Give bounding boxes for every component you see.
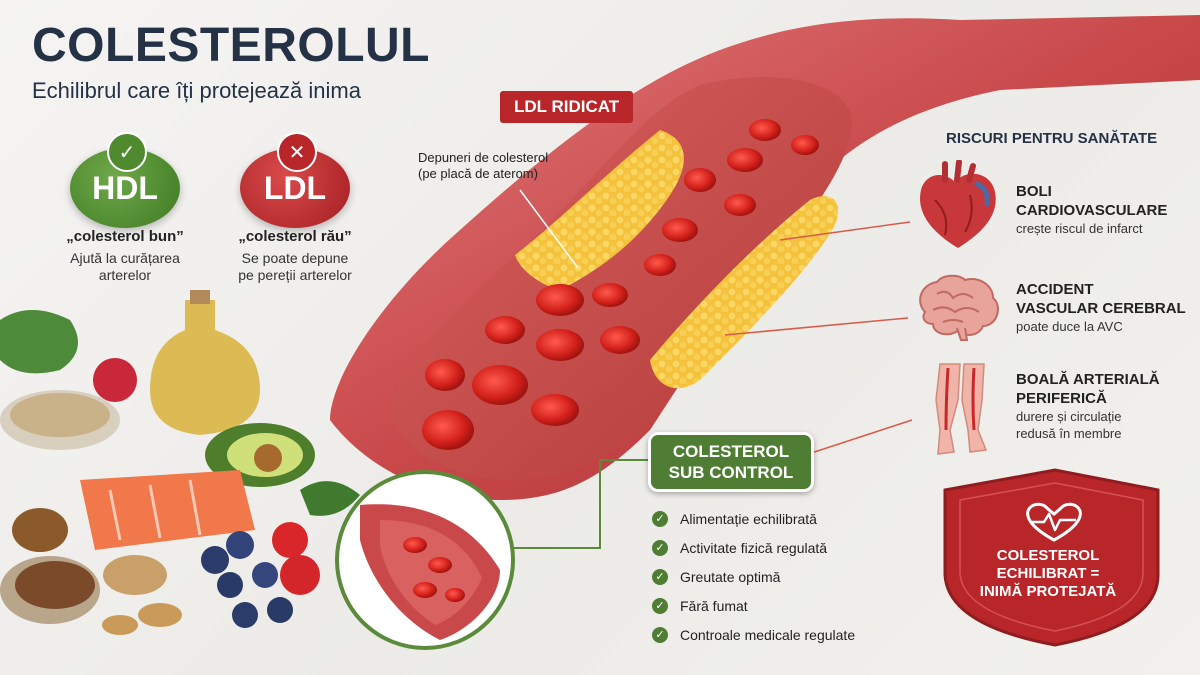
healthy-artery-inset — [335, 470, 515, 650]
control-checklist: ✓Alimentație echilibrată ✓Activitate fiz… — [652, 504, 932, 649]
heart-icon — [920, 160, 996, 248]
check-icon: ✓ — [652, 568, 668, 585]
control-badge-line1: COLESTEROL — [672, 442, 790, 461]
list-item: ✓Fără fumat — [652, 591, 932, 620]
risk-pad-desc-line1: durere și circulație — [1016, 409, 1122, 424]
list-item: ✓Alimentație echilibrată — [652, 504, 932, 533]
hdl-desc-line2: arterelor — [98, 267, 152, 283]
brain-icon — [919, 274, 999, 341]
ldl-desc-line1: Se poate depune — [241, 250, 349, 266]
risk-pad: BOALĂ ARTERIALĂ PERIFERICĂ durere și cir… — [1016, 370, 1196, 442]
ldl-high-tag: LDL RIDICAT — [500, 91, 634, 123]
risk-cardio: BOLI CARDIOVASCULARE crește riscul de in… — [1016, 182, 1196, 237]
shield-line2: ECHILIBRAT = — [996, 565, 1100, 582]
food-illustration — [0, 290, 360, 635]
risk-pad-title-line2: PERIFERICĂ — [1016, 390, 1107, 407]
deposit-label: Depuneri de colesterol (pe placă de ater… — [418, 150, 548, 182]
check-icon: ✓ — [107, 132, 147, 172]
control-badge-line2: SUB CONTROL — [668, 463, 794, 482]
risk-stroke: ACCIDENT VASCULAR CEREBRAL poate duce la… — [1016, 280, 1196, 335]
shield-shape — [943, 468, 1160, 647]
hdl-title: „colesterol bun” — [66, 228, 184, 245]
risk-stroke-title-line2: VASCULAR CEREBRAL — [1016, 300, 1186, 317]
ldl-desc-line2: pe pereții arterelor — [238, 267, 352, 283]
risk-stroke-desc: poate duce la AVC — [1016, 319, 1123, 334]
deposit-label-line2: (pe placă de aterom) — [418, 166, 538, 181]
control-badge: COLESTEROL SUB CONTROL — [648, 432, 814, 492]
shield-line1: COLESTEROL — [996, 547, 1100, 564]
list-item: ✓Activitate fizică regulată — [652, 533, 932, 562]
risk-cardio-title-line1: BOLI — [1016, 183, 1052, 200]
risk-cardio-desc: crește riscul de infarct — [1016, 221, 1143, 236]
shield-text: COLESTEROL ECHILIBRAT = INIMĂ PROTEJATĂ — [958, 547, 1138, 601]
legs-icon — [935, 363, 988, 455]
deposit-label-line1: Depuneri de colesterol — [418, 150, 549, 165]
ldl-title: „colesterol rău” — [238, 228, 352, 245]
list-item: ✓Greutate optimă — [652, 562, 932, 591]
risk-cardio-title-line2: CARDIOVASCULARE — [1016, 202, 1168, 219]
hdl-desc-line1: Ajută la curățarea — [70, 250, 180, 266]
check-icon: ✓ — [652, 510, 668, 527]
risk-pad-desc-line2: redusă în membre — [1016, 426, 1122, 441]
check-icon: ✓ — [652, 539, 668, 556]
risks-heading: RISCURI PENTRU SANĂTATE — [946, 130, 1158, 147]
risk-pad-title-line1: BOALĂ ARTERIALĂ — [1016, 371, 1160, 388]
list-item: ✓Controale medicale regulate — [652, 620, 932, 649]
heartbeat-icon — [1026, 502, 1082, 542]
cross-icon: ✕ — [277, 132, 317, 172]
check-icon: ✓ — [652, 626, 668, 643]
page-subtitle: Echilibrul care îți protejează inima — [32, 78, 361, 103]
shield-line3: INIMĂ PROTEJATĂ — [979, 583, 1117, 600]
page-title: COLESTEROLUL — [32, 19, 430, 72]
check-icon: ✓ — [652, 597, 668, 614]
risk-stroke-title-line1: ACCIDENT — [1016, 281, 1094, 298]
